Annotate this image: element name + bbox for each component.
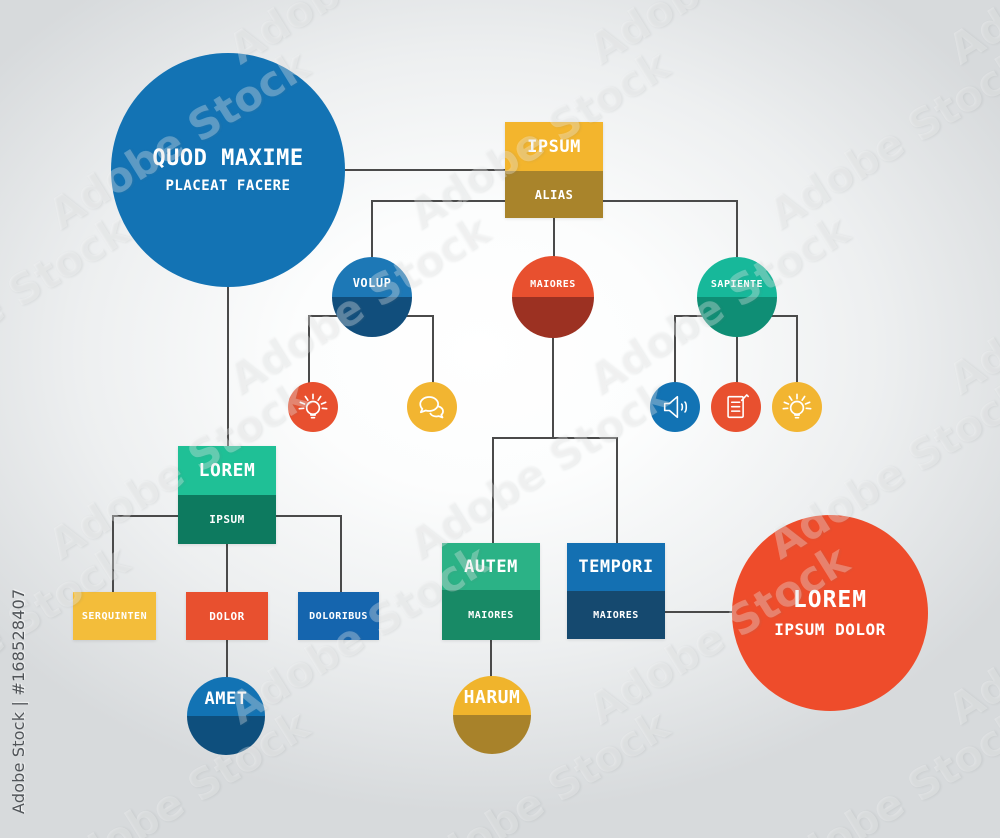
node-lorem-dolor-subtitle: IPSUM DOLOR: [774, 620, 886, 639]
node-doloribus-label: DOLORIBUS: [298, 592, 379, 640]
node-amet-label: AMET: [204, 689, 248, 709]
node-sapiente-label: SAPIENTE: [710, 279, 764, 290]
speaker-icon: [663, 395, 688, 419]
node-volup-label: VOLUP: [352, 276, 392, 290]
node-lorem-dolor-title: LOREM: [792, 587, 868, 613]
node-lorem-dolor[interactable]: LOREM IPSUM DOLOR: [732, 515, 928, 711]
icon-node-document[interactable]: [711, 382, 761, 432]
node-ipsum-alias[interactable]: IPSUM ALIAS: [505, 122, 603, 218]
node-tempori-subtitle: MAIORES: [567, 591, 665, 639]
watermark-credit: Adobe Stock | #168528407: [9, 588, 28, 814]
node-harum[interactable]: HARUM: [453, 676, 531, 754]
node-autem[interactable]: AUTEM MAIORES: [442, 543, 540, 640]
icon-node-chat[interactable]: [407, 382, 457, 432]
chat-bubbles-icon: [419, 396, 444, 419]
node-doloribus[interactable]: DOLORIBUS: [298, 592, 379, 640]
node-lorem-subtitle: IPSUM: [178, 495, 276, 544]
document-edit-icon: [727, 394, 749, 419]
node-dolor[interactable]: DOLOR: [186, 592, 268, 640]
icon-node-idea-2[interactable]: [772, 382, 822, 432]
node-serquinten-label: SERQUINTEN: [73, 592, 156, 640]
idea-bulb-icon: [782, 393, 812, 419]
node-maiores[interactable]: MAIORES: [512, 256, 594, 338]
node-autem-subtitle: MAIORES: [442, 590, 540, 640]
idea-bulb-icon: [298, 393, 328, 419]
node-lorem-title: LOREM: [178, 446, 276, 495]
node-quod-maxime-title: QUOD MAXIME: [152, 146, 304, 171]
node-tempori[interactable]: TEMPORI MAIORES: [567, 543, 665, 639]
node-ipsum-subtitle: ALIAS: [505, 171, 603, 218]
node-volup[interactable]: VOLUP: [332, 257, 412, 337]
node-sapiente[interactable]: SAPIENTE: [697, 257, 777, 337]
node-serquinten[interactable]: SERQUINTEN: [73, 592, 156, 640]
icon-node-speaker[interactable]: [650, 382, 700, 432]
node-dolor-label: DOLOR: [186, 592, 268, 640]
node-quod-maxime-subtitle: PLACEAT FACERE: [165, 178, 291, 194]
node-quod-maxime[interactable]: QUOD MAXIME PLACEAT FACERE: [111, 53, 345, 287]
node-harum-label: HARUM: [463, 687, 521, 708]
node-tempori-title: TEMPORI: [567, 543, 665, 591]
node-autem-title: AUTEM: [442, 543, 540, 590]
node-amet[interactable]: AMET: [187, 677, 265, 755]
node-maiores-label: MAIORES: [530, 279, 576, 290]
node-lorem-ipsum[interactable]: LOREM IPSUM: [178, 446, 276, 544]
node-ipsum-title: IPSUM: [505, 122, 603, 171]
icon-node-idea-1[interactable]: [288, 382, 338, 432]
